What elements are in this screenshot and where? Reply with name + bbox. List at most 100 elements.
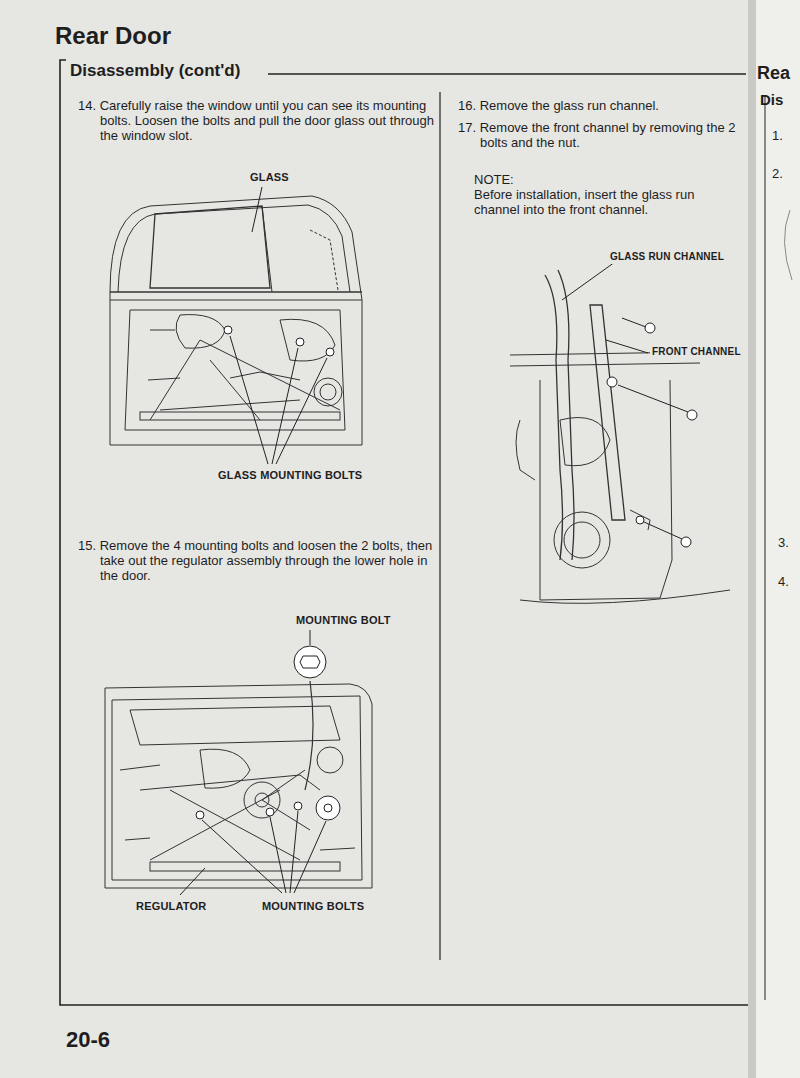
channel-figure bbox=[510, 270, 730, 603]
channel-bolts bbox=[645, 323, 655, 333]
part-label: GLASS MOUNTING BOLTS bbox=[216, 468, 364, 483]
door-glass-figure bbox=[140, 412, 340, 420]
facing-page bbox=[752, 0, 800, 1078]
note-heading: NOTE: bbox=[474, 172, 514, 187]
mounting-bolt-callouts bbox=[294, 646, 326, 678]
channel-bolts bbox=[687, 410, 697, 420]
part-label: REGULATOR bbox=[134, 899, 208, 914]
mounting-bolt-callouts bbox=[196, 646, 340, 820]
step-text: 16. Remove the glass run channel. bbox=[458, 98, 762, 113]
step-number: 4. bbox=[778, 574, 789, 589]
part-label: GLASS RUN CHANNEL bbox=[608, 250, 726, 264]
part-label: FRONT CHANNEL bbox=[650, 345, 743, 359]
glass-mounting-bolts bbox=[326, 348, 334, 356]
door-glass-figure bbox=[118, 205, 350, 292]
leader-lines bbox=[202, 820, 282, 893]
mounting-bolt-callouts bbox=[324, 804, 332, 812]
door-glass-figure bbox=[110, 196, 362, 445]
channel-figure bbox=[510, 363, 700, 366]
channel-figure bbox=[540, 380, 672, 600]
channel-figure bbox=[516, 420, 535, 480]
leader-lines bbox=[230, 187, 327, 464]
regulator-figure bbox=[120, 765, 355, 850]
note-text: Before installation, insert the glass ru… bbox=[474, 187, 740, 217]
leader-lines bbox=[606, 340, 648, 353]
step-number: 3. bbox=[778, 535, 789, 550]
door-glass-figure bbox=[110, 291, 362, 292]
mounting-bolt-callouts bbox=[316, 796, 340, 820]
part-label: MOUNTING BOLT bbox=[294, 613, 393, 628]
door-glass-figure bbox=[262, 206, 272, 292]
glass-mounting-bolts bbox=[224, 326, 334, 356]
door-glass-figure bbox=[320, 384, 336, 400]
part-label: MOUNTING BOLTS bbox=[260, 899, 366, 914]
mounting-bolt-callouts bbox=[294, 802, 302, 810]
facing-page bbox=[784, 210, 792, 280]
leader-lines bbox=[294, 821, 326, 893]
leader-lines bbox=[290, 811, 298, 893]
leader-lines bbox=[562, 262, 615, 300]
channel-figure bbox=[545, 275, 563, 560]
step-text: 14. Carefully raise the window until you… bbox=[78, 98, 445, 143]
leader-lines bbox=[310, 630, 311, 645]
glass-mounting-bolts bbox=[296, 338, 304, 346]
glass-mounting-bolts bbox=[224, 326, 232, 334]
regulator-figure bbox=[262, 770, 310, 830]
facing-page bbox=[748, 0, 756, 1078]
door-glass-figure bbox=[150, 340, 340, 420]
facing-page bbox=[764, 95, 765, 1000]
leader-lines bbox=[180, 630, 326, 895]
door-glass-figure bbox=[150, 206, 270, 288]
door-glass-figure bbox=[148, 330, 300, 380]
leader-lines bbox=[270, 817, 286, 893]
leader-lines bbox=[272, 348, 298, 464]
regulator-figure bbox=[317, 747, 343, 773]
step-number: 1. bbox=[772, 128, 783, 143]
leader-lines bbox=[180, 868, 205, 895]
leader-lines bbox=[622, 318, 646, 327]
page-title: Rear Door bbox=[55, 22, 171, 50]
door-glass-figure bbox=[310, 230, 338, 290]
regulator-figure bbox=[150, 862, 340, 871]
page-frame bbox=[60, 60, 748, 1005]
channel-figure bbox=[560, 418, 610, 466]
regulator-figure bbox=[305, 681, 313, 790]
channel-figure bbox=[564, 522, 600, 558]
step-text: 17. Remove the front channel by removing… bbox=[458, 120, 762, 150]
page-frame bbox=[60, 60, 748, 1005]
regulator-figure bbox=[140, 775, 320, 860]
regulator-figure bbox=[105, 684, 372, 888]
door-glass-figure bbox=[110, 300, 362, 301]
leader-lines bbox=[230, 336, 268, 464]
channel-bolts bbox=[607, 377, 617, 387]
mounting-bolt-callouts bbox=[300, 656, 320, 668]
channel-bolts bbox=[681, 537, 691, 547]
channel-figure bbox=[630, 510, 650, 530]
door-glass-figure bbox=[125, 310, 345, 430]
channel-bolts bbox=[636, 516, 644, 524]
channel-figure bbox=[554, 512, 610, 568]
leader-lines bbox=[276, 358, 327, 464]
part-label: GLASS bbox=[248, 170, 291, 185]
page-frame bbox=[439, 92, 440, 960]
facing-page-heading: Dis bbox=[760, 90, 783, 109]
step-number: 2. bbox=[772, 166, 783, 181]
facing-page bbox=[748, 0, 800, 1078]
leader-lines bbox=[644, 522, 682, 539]
door-glass-figure bbox=[280, 319, 335, 361]
facing-page-heading: Rea bbox=[757, 62, 790, 84]
door-glass-figure bbox=[110, 196, 362, 445]
step-text: 15. Remove the 4 mounting bolts and loos… bbox=[78, 538, 445, 583]
mounting-bolt-callouts bbox=[196, 811, 204, 819]
regulator-figure bbox=[130, 706, 340, 745]
door-glass-figure bbox=[314, 378, 342, 406]
leader-lines bbox=[562, 262, 688, 539]
section-heading: Disassembly (cont'd) bbox=[70, 60, 240, 81]
page-number: 20-6 bbox=[66, 1027, 110, 1053]
leader-lines bbox=[252, 187, 262, 232]
leader-lines bbox=[618, 385, 688, 412]
mounting-bolt-callouts bbox=[266, 808, 274, 816]
regulator-figure bbox=[105, 681, 372, 888]
channel-figure bbox=[520, 590, 730, 603]
